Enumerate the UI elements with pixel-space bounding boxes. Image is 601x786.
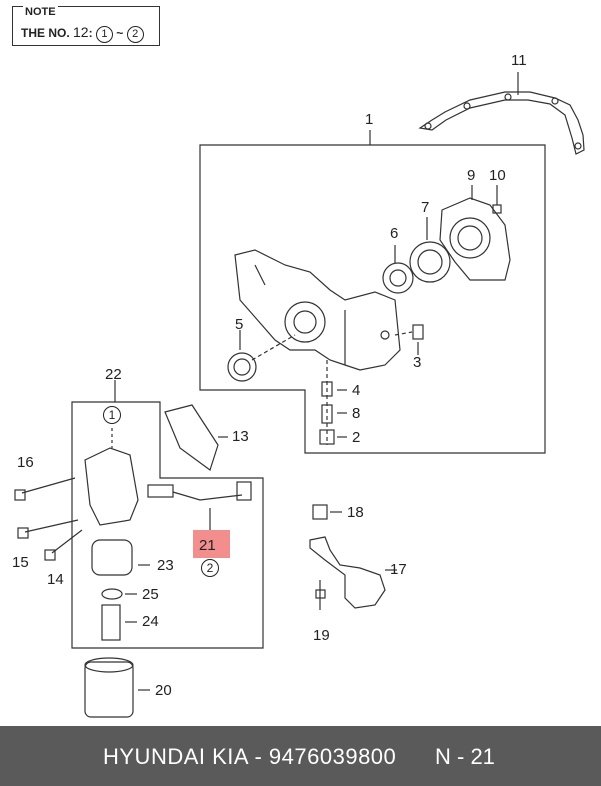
- callout-25[interactable]: 25: [142, 586, 159, 603]
- highlight-part-21: [193, 530, 230, 558]
- callout-22[interactable]: 22: [105, 366, 122, 383]
- callout-2[interactable]: 2: [352, 429, 361, 446]
- note-range-to: 2: [126, 26, 144, 43]
- callout-16[interactable]: 16: [17, 454, 34, 471]
- note-colon: :: [88, 26, 93, 40]
- callout-9[interactable]: 9: [467, 167, 476, 184]
- note-range-from: 1: [95, 26, 113, 43]
- footer-page: N - 21: [435, 744, 495, 769]
- note-title: NOTE: [23, 6, 58, 18]
- callout-6[interactable]: 6: [390, 225, 399, 242]
- callout-7[interactable]: 7: [421, 199, 430, 216]
- note-text: THE NO. 12: 1 ~ 2: [21, 24, 144, 43]
- footer-bar: HYUNDAI KIA - 9476039800 N - 21: [0, 726, 601, 786]
- callout-5[interactable]: 5: [235, 316, 244, 333]
- callout-8[interactable]: 8: [352, 405, 361, 422]
- callout-23[interactable]: 23: [157, 557, 174, 574]
- callout-11[interactable]: 11: [511, 52, 527, 69]
- parts-diagram: NOTE THE NO. 12: 1 ~ 2 11 1 9 10 7 6 5 3…: [12, 6, 585, 718]
- note-prefix: THE NO.: [21, 26, 70, 40]
- callout-24[interactable]: 24: [142, 613, 159, 630]
- note-box: NOTE THE NO. 12: 1 ~ 2: [12, 6, 160, 46]
- callout-17[interactable]: 17: [390, 561, 407, 578]
- note-tilde: ~: [116, 26, 124, 40]
- callout-21[interactable]: 21: [199, 537, 216, 554]
- footer-part-number: HYUNDAI KIA - 9476039800: [103, 744, 397, 769]
- callout-3[interactable]: 3: [413, 354, 422, 371]
- callout-20[interactable]: 20: [155, 682, 172, 699]
- callout-15[interactable]: 15: [12, 554, 29, 571]
- circled-2: 2: [201, 559, 219, 577]
- circled-1: 1: [103, 406, 121, 424]
- note-number: 12: [73, 24, 89, 40]
- callout-18[interactable]: 18: [347, 504, 364, 521]
- callout-10[interactable]: 10: [489, 167, 506, 184]
- callout-14[interactable]: 14: [47, 571, 64, 588]
- callout-1[interactable]: 1: [365, 111, 374, 128]
- callout-13[interactable]: 13: [232, 428, 249, 445]
- exploded-view-drawing: [14, 72, 585, 718]
- callout-4[interactable]: 4: [352, 382, 361, 399]
- callout-19[interactable]: 19: [313, 627, 330, 644]
